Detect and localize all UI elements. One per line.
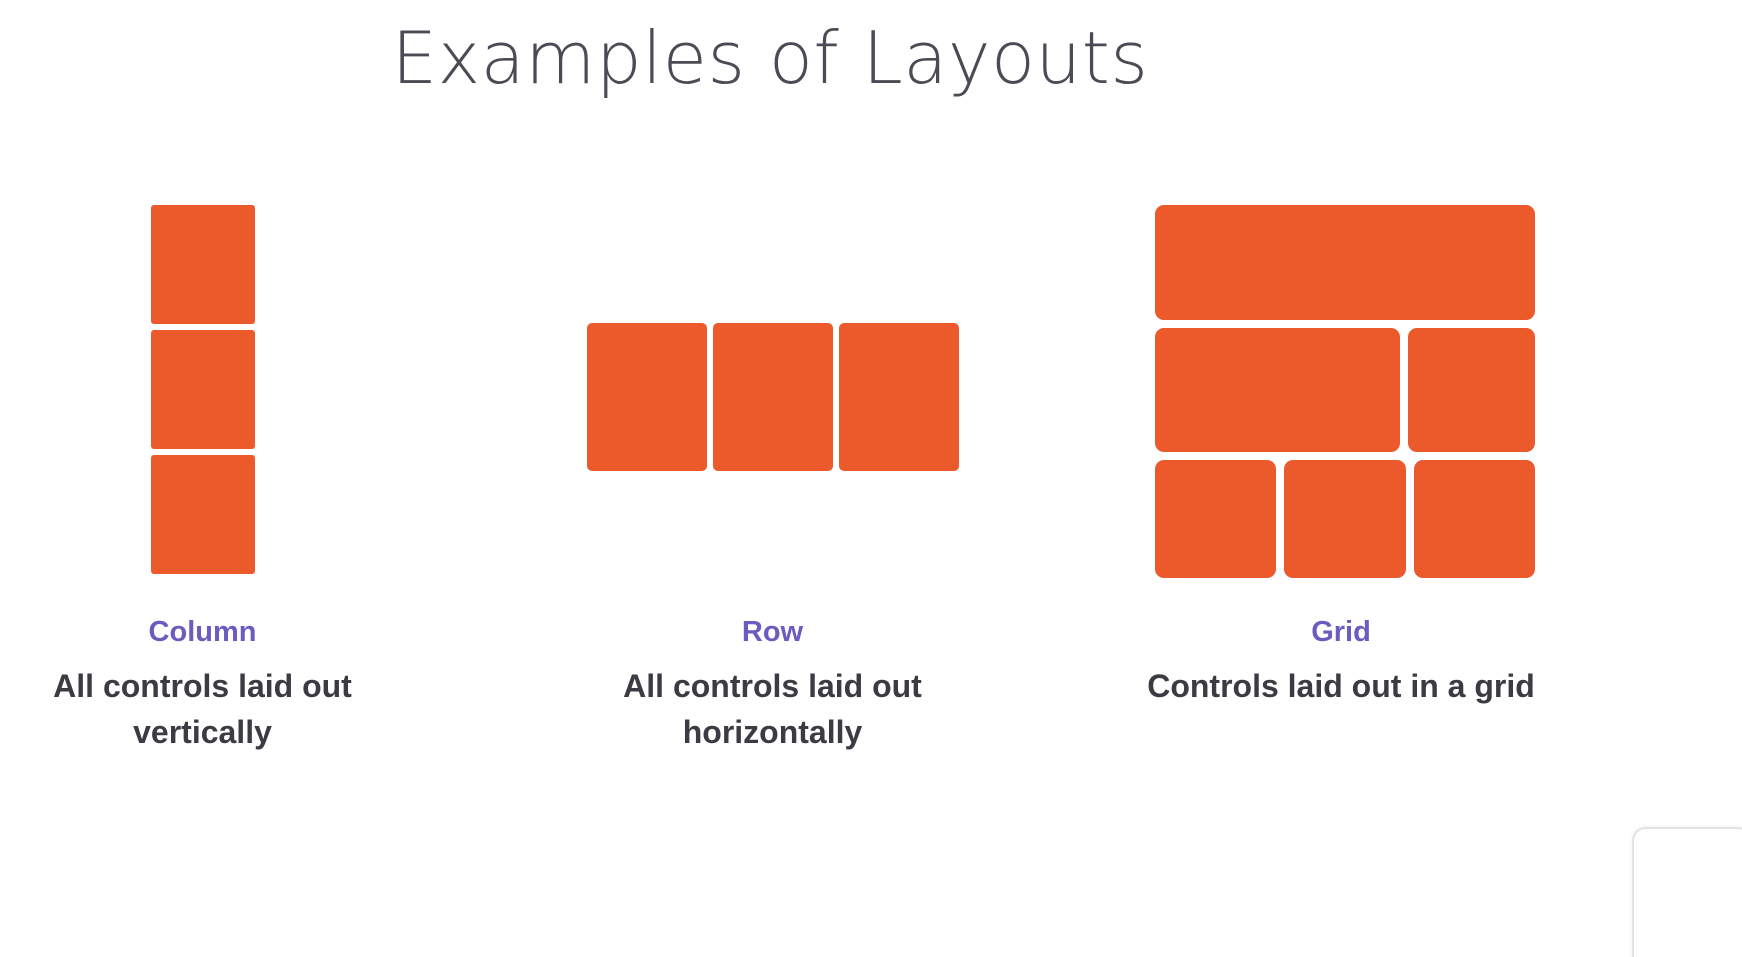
- column-figure: [10, 205, 395, 595]
- example-description-grid: Controls laid out in a grid: [1147, 667, 1535, 704]
- grid-figure: [1145, 205, 1537, 595]
- layout-block: [1155, 328, 1400, 452]
- grid-row-3: [1155, 460, 1535, 578]
- layout-block: [838, 323, 959, 471]
- example-row: Row All controls laid out horizontally: [580, 205, 965, 756]
- layout-block: [586, 323, 707, 471]
- row-figure: [580, 205, 965, 595]
- layout-block: [1155, 460, 1277, 578]
- example-grid: Grid Controls laid out in a grid: [1145, 205, 1537, 709]
- example-description-column: All controls laid out vertically: [53, 667, 352, 751]
- layout-block: [712, 323, 833, 471]
- layout-block: [1284, 460, 1406, 578]
- column-stack: [150, 205, 255, 574]
- example-label-grid: Grid: [1311, 616, 1371, 648]
- layout-block: [1408, 328, 1535, 452]
- layout-block: [1413, 460, 1535, 578]
- example-label-row: Row: [741, 616, 804, 648]
- grid-row-2: [1155, 328, 1535, 452]
- example-column: Column All controls laid out vertically: [10, 205, 395, 756]
- examples-container: Column All controls laid out vertically …: [0, 205, 1540, 845]
- row-stack: [586, 323, 959, 471]
- grid-stack: [1155, 205, 1535, 578]
- example-label-column: Column: [148, 616, 257, 648]
- example-description-row: All controls laid out horizontally: [623, 667, 922, 751]
- layout-block: [150, 205, 255, 324]
- grid-row-1: [1155, 205, 1535, 320]
- layout-block: [150, 455, 255, 574]
- layout-block: [1155, 205, 1535, 320]
- layout-block: [150, 330, 255, 449]
- page-title: Examples of Layouts: [391, 16, 1149, 100]
- corner-panel-artifact: [1632, 827, 1742, 957]
